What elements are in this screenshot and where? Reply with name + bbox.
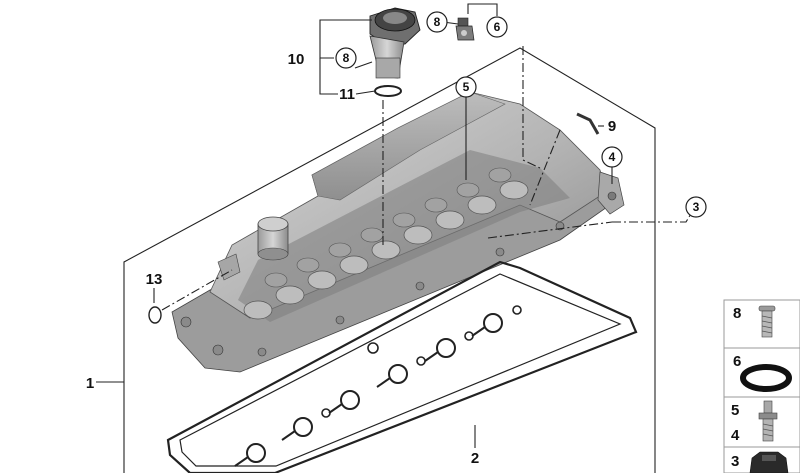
side-label-5: 5 xyxy=(731,402,739,419)
label-13: 13 xyxy=(146,271,163,288)
label-4: 4 xyxy=(609,150,616,164)
rubber-mount-icon xyxy=(749,451,789,473)
label-6: 6 xyxy=(494,20,501,34)
stud-bolt-icon xyxy=(758,400,778,442)
label-9: 9 xyxy=(608,118,616,135)
leader-lines xyxy=(96,3,693,448)
valve-cover xyxy=(171,91,625,373)
labels: 8 8 6 5 4 3 10 11 9 13 1 2 xyxy=(86,15,700,467)
callout-8-right xyxy=(426,11,448,33)
label-8-right: 8 xyxy=(434,15,441,29)
assembly-frame xyxy=(123,47,656,473)
side-label-3: 3 xyxy=(731,453,739,470)
o-ring-13 xyxy=(148,306,162,324)
label-8-top: 8 xyxy=(343,51,350,65)
callouts xyxy=(335,11,707,218)
cover-gasket xyxy=(166,260,638,473)
label-2: 2 xyxy=(471,450,479,467)
side-label-8: 8 xyxy=(733,305,741,322)
callout-3 xyxy=(685,196,707,218)
label-5: 5 xyxy=(463,80,470,94)
breather-cylinder xyxy=(257,216,289,261)
callout-5 xyxy=(455,76,477,98)
side-label-6: 6 xyxy=(733,353,741,370)
callout-6 xyxy=(486,16,508,38)
side-parts-panel: 8 6 5 4 3 xyxy=(723,299,800,473)
o-ring-icon xyxy=(740,364,792,392)
label-1: 1 xyxy=(86,375,94,392)
label-11: 11 xyxy=(339,86,355,103)
label-3: 3 xyxy=(693,200,700,214)
label-10: 10 xyxy=(288,51,305,68)
callout-4 xyxy=(601,146,623,168)
side-label-4: 4 xyxy=(731,427,740,444)
screw-icon xyxy=(758,305,776,338)
oil-filler-assembly xyxy=(369,7,421,97)
callout-8-top xyxy=(335,47,357,69)
sensor-part xyxy=(455,17,475,41)
breather-hose xyxy=(576,112,600,135)
